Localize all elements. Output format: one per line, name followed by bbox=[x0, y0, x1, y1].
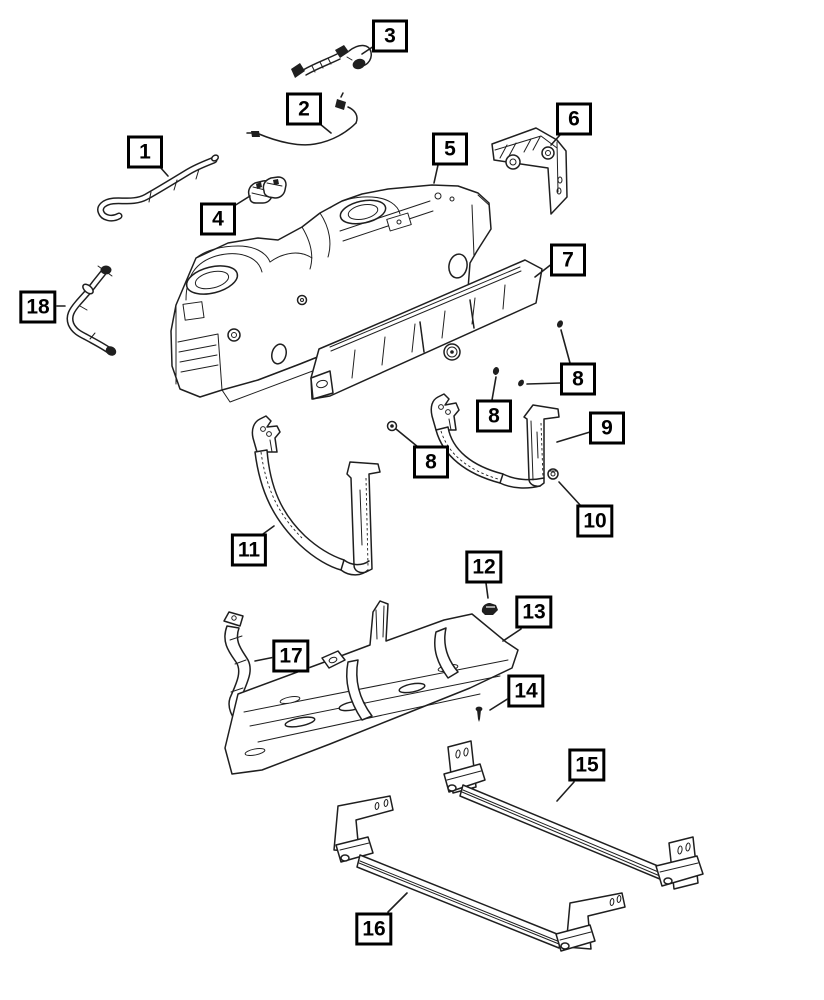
leader-9 bbox=[556, 431, 591, 443]
leader-8-1b bbox=[526, 382, 562, 385]
leader-16 bbox=[387, 892, 408, 913]
callout-box-17[interactable]: 17 bbox=[272, 639, 310, 673]
retainer-clips-drawing bbox=[247, 176, 287, 204]
leader-17 bbox=[254, 656, 276, 662]
leader-10 bbox=[558, 481, 582, 507]
callout-label: 4 bbox=[212, 207, 224, 230]
leader-13 bbox=[502, 628, 522, 642]
callout-label: 1 bbox=[139, 140, 151, 163]
callout-label: 8 bbox=[572, 367, 584, 390]
leader-14 bbox=[489, 697, 510, 711]
callout-box-8-1[interactable]: 8 bbox=[560, 362, 596, 396]
callout-label: 7 bbox=[562, 248, 574, 271]
callout-label: 9 bbox=[601, 416, 613, 439]
leader-8-1a bbox=[560, 329, 571, 364]
leader-lines bbox=[54, 45, 591, 913]
callout-label: 18 bbox=[26, 295, 50, 318]
leader-4 bbox=[233, 195, 251, 207]
crossmember-upper-drawing bbox=[443, 740, 704, 890]
callout-label: 8 bbox=[425, 450, 437, 473]
callout-label: 8 bbox=[488, 404, 500, 427]
callout-label: 6 bbox=[568, 107, 580, 130]
callout-box-4[interactable]: 4 bbox=[200, 202, 236, 236]
callout-label: 16 bbox=[362, 917, 386, 940]
leader-8-3 bbox=[395, 428, 419, 448]
callout-box-2[interactable]: 2 bbox=[286, 92, 322, 126]
leader-15 bbox=[556, 781, 575, 802]
callout-label: 3 bbox=[384, 24, 396, 47]
callout-label: 10 bbox=[583, 509, 607, 532]
callout-label: 17 bbox=[279, 644, 303, 667]
fuel-tank-strap-right-drawing bbox=[430, 393, 560, 489]
screw-drawing bbox=[475, 706, 483, 722]
fuel-tank-drawing bbox=[170, 184, 492, 403]
grommet-fasteners-drawing bbox=[386, 320, 564, 432]
callout-box-14[interactable]: 14 bbox=[507, 674, 545, 708]
tank-heat-shield-drawing bbox=[310, 259, 543, 400]
callout-label: 15 bbox=[575, 753, 599, 776]
leader-5 bbox=[433, 164, 439, 184]
skid-plate-drawing bbox=[224, 600, 519, 775]
leader-2 bbox=[319, 123, 332, 134]
leader-12 bbox=[485, 582, 489, 599]
callout-label: 13 bbox=[522, 600, 546, 623]
callout-box-3[interactable]: 3 bbox=[372, 19, 408, 53]
callout-label: 14 bbox=[514, 679, 538, 702]
callout-box-13[interactable]: 13 bbox=[515, 595, 553, 629]
callout-box-12[interactable]: 12 bbox=[465, 550, 503, 584]
callout-box-10[interactable]: 10 bbox=[576, 504, 614, 538]
callout-box-9[interactable]: 9 bbox=[589, 411, 625, 445]
callout-box-18[interactable]: 18 bbox=[19, 290, 57, 324]
callout-label: 12 bbox=[472, 555, 496, 578]
leader-8-2 bbox=[491, 376, 497, 401]
leader-1 bbox=[159, 166, 169, 177]
callout-label: 2 bbox=[298, 97, 310, 120]
callout-label: 11 bbox=[237, 538, 261, 561]
callout-box-6[interactable]: 6 bbox=[556, 102, 592, 136]
callout-box-8-3[interactable]: 8 bbox=[413, 445, 449, 479]
callout-box-11[interactable]: 11 bbox=[230, 533, 268, 567]
leader-6 bbox=[550, 134, 561, 146]
callout-box-7[interactable]: 7 bbox=[550, 243, 586, 277]
fuel-vapor-tube-drawing bbox=[246, 92, 358, 146]
callout-box-1[interactable]: 1 bbox=[127, 135, 163, 169]
callout-box-15[interactable]: 15 bbox=[568, 748, 606, 782]
filler-shield-drawing bbox=[491, 127, 568, 215]
callout-box-8-2[interactable]: 8 bbox=[476, 399, 512, 433]
callout-box-16[interactable]: 16 bbox=[355, 912, 393, 946]
crossmember-lower-drawing bbox=[333, 795, 626, 952]
clip-nut-drawing bbox=[481, 603, 498, 615]
fuel-tank-strap-left-drawing bbox=[251, 415, 381, 576]
callout-label: 5 bbox=[444, 137, 456, 160]
fuel-filler-hose-drawing bbox=[66, 265, 117, 356]
leader-11 bbox=[262, 525, 275, 535]
fuel-pump-wiring-harness-drawing bbox=[291, 44, 373, 78]
callout-box-5[interactable]: 5 bbox=[432, 132, 468, 166]
vent-hose-drawing bbox=[97, 154, 220, 222]
